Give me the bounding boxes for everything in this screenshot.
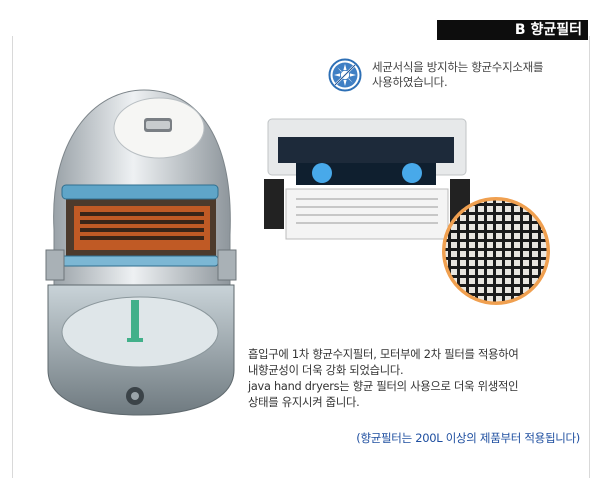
antibacterial-note: 세균서식을 방지하는 향균수지소재를 사용하였습니다. <box>328 58 588 98</box>
description-line-1: 흡입구에 1차 향균수지필터, 모터부에 2차 필터를 적용하여 <box>248 348 519 361</box>
section-tab: B 향균필터 <box>437 20 588 40</box>
description-line-4: 상태를 유지시켜 줍니다. <box>248 396 360 409</box>
filter-mesh-closeup <box>442 197 550 305</box>
filter-apply-note: (향균필터는 200L 이상의 제품부터 적용됩니다) <box>356 431 580 445</box>
description-line-2: 내향균성이 더욱 강화 되었습니다. <box>248 364 404 377</box>
filter-unit-photo <box>262 115 472 250</box>
antibacterial-note-text: 세균서식을 방지하는 향균수지소재를 사용하였습니다. <box>372 60 588 90</box>
note-line-2: 사용하였습니다. <box>372 75 448 89</box>
filter-description: 흡입구에 1차 향균수지필터, 모터부에 2차 필터를 적용하여 내향균성이 더… <box>248 347 583 411</box>
vacuum-cutaway-image <box>45 89 237 416</box>
antibacterial-icon <box>328 58 362 92</box>
note-line-1: 세균서식을 방지하는 향균수지소재를 <box>372 60 544 74</box>
description-line-3: java hand dryers는 향균 필터의 사용으로 더욱 위생적인 <box>248 380 519 393</box>
